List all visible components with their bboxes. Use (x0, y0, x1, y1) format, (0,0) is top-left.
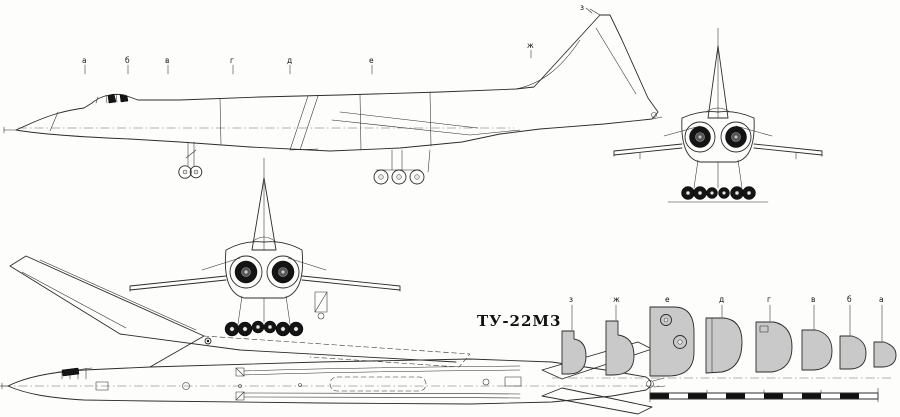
main-gear (373, 149, 431, 185)
fuselage-hatches (95, 376, 522, 391)
wing-fence-ticks (639, 152, 797, 160)
canopy-hump (705, 107, 731, 113)
panel-lines (219, 91, 432, 151)
fin-details (515, 8, 637, 95)
tail-gun (651, 116, 663, 120)
nose-gear (706, 161, 730, 199)
cut-marker-label: е (369, 56, 374, 65)
cut-marker-label: в (165, 56, 169, 65)
nose-gear (251, 297, 277, 334)
tailplane-upper (541, 341, 653, 380)
section-label: б (847, 295, 852, 304)
section-label: в (811, 295, 815, 304)
section-label: а (879, 295, 884, 304)
nose-gear (178, 141, 203, 179)
cross-section-item: д (705, 295, 743, 374)
wing-left (129, 275, 227, 292)
pitot-probe (3, 126, 17, 134)
fuselage-outline (15, 14, 659, 152)
main-gear-right (275, 295, 304, 337)
main-gear-right (730, 159, 756, 200)
radome-joint (49, 111, 59, 132)
canopy-glass (61, 367, 80, 377)
wing-swept (203, 335, 471, 368)
cross-section-item: е (649, 295, 695, 377)
cross-section-item: г (755, 295, 793, 373)
front-view-top-right (613, 27, 823, 203)
main-gear-left (681, 159, 707, 200)
front-view-center (129, 157, 401, 337)
service-stand (314, 291, 328, 320)
wing-right (753, 143, 823, 157)
engine-intake-left (229, 255, 263, 289)
cut-markers: а б в г д е ж з (82, 3, 593, 75)
wing-root (331, 111, 521, 136)
wing-left (613, 143, 683, 157)
wing-pivot (204, 337, 212, 345)
engine-fairings (235, 365, 521, 401)
weapons-bay (329, 376, 427, 392)
section-label: з (569, 295, 573, 304)
canopy-glass (119, 94, 129, 103)
side-view: а б в г д е ж з (3, 3, 663, 185)
fuselage-outline (7, 358, 652, 405)
engine-intake-right (266, 255, 300, 289)
cross-section-item: ж (605, 295, 635, 376)
cut-marker-label: з (580, 3, 584, 12)
section-label: г (767, 295, 771, 304)
cut-marker-label: г (230, 56, 234, 65)
scale-bar (649, 387, 879, 403)
tailplane-lines (201, 257, 327, 271)
section-label: е (665, 295, 670, 304)
section-label: д (719, 295, 724, 304)
wing-right (301, 275, 401, 292)
tailplane-lower (541, 387, 653, 415)
engine-intake-right (720, 121, 752, 153)
tail-turret (646, 380, 654, 388)
aircraft-title: ТУ-22М3 (477, 312, 562, 330)
cut-marker-label: ж (527, 41, 534, 50)
wing-extended (9, 255, 457, 368)
cut-marker-label: д (287, 56, 292, 65)
fuselage-front (681, 111, 755, 163)
tail-turret (651, 112, 657, 118)
canopy-hump (251, 236, 277, 243)
tail-guns (652, 377, 666, 388)
wing-pivot-dot (206, 339, 210, 343)
engine-intake (289, 95, 319, 151)
canopy-frames (95, 93, 128, 104)
cut-marker-label: б (125, 56, 130, 65)
cross-section-item: б (839, 295, 867, 370)
tailplane-lines (663, 125, 773, 137)
cross-section-item: з (561, 295, 587, 375)
plan-view (0, 255, 666, 415)
main-gear-left (224, 295, 253, 337)
pitot-probe (0, 382, 9, 390)
cross-sections: з ж е д г в (552, 295, 897, 379)
canopy-glass (107, 93, 117, 104)
section-label: ж (613, 295, 620, 304)
cross-section-item: в (801, 295, 833, 371)
cross-section-item: а (873, 295, 897, 368)
cut-marker-label: а (82, 56, 87, 65)
engine-intake-left (684, 121, 716, 153)
fuselage-front (224, 241, 304, 299)
